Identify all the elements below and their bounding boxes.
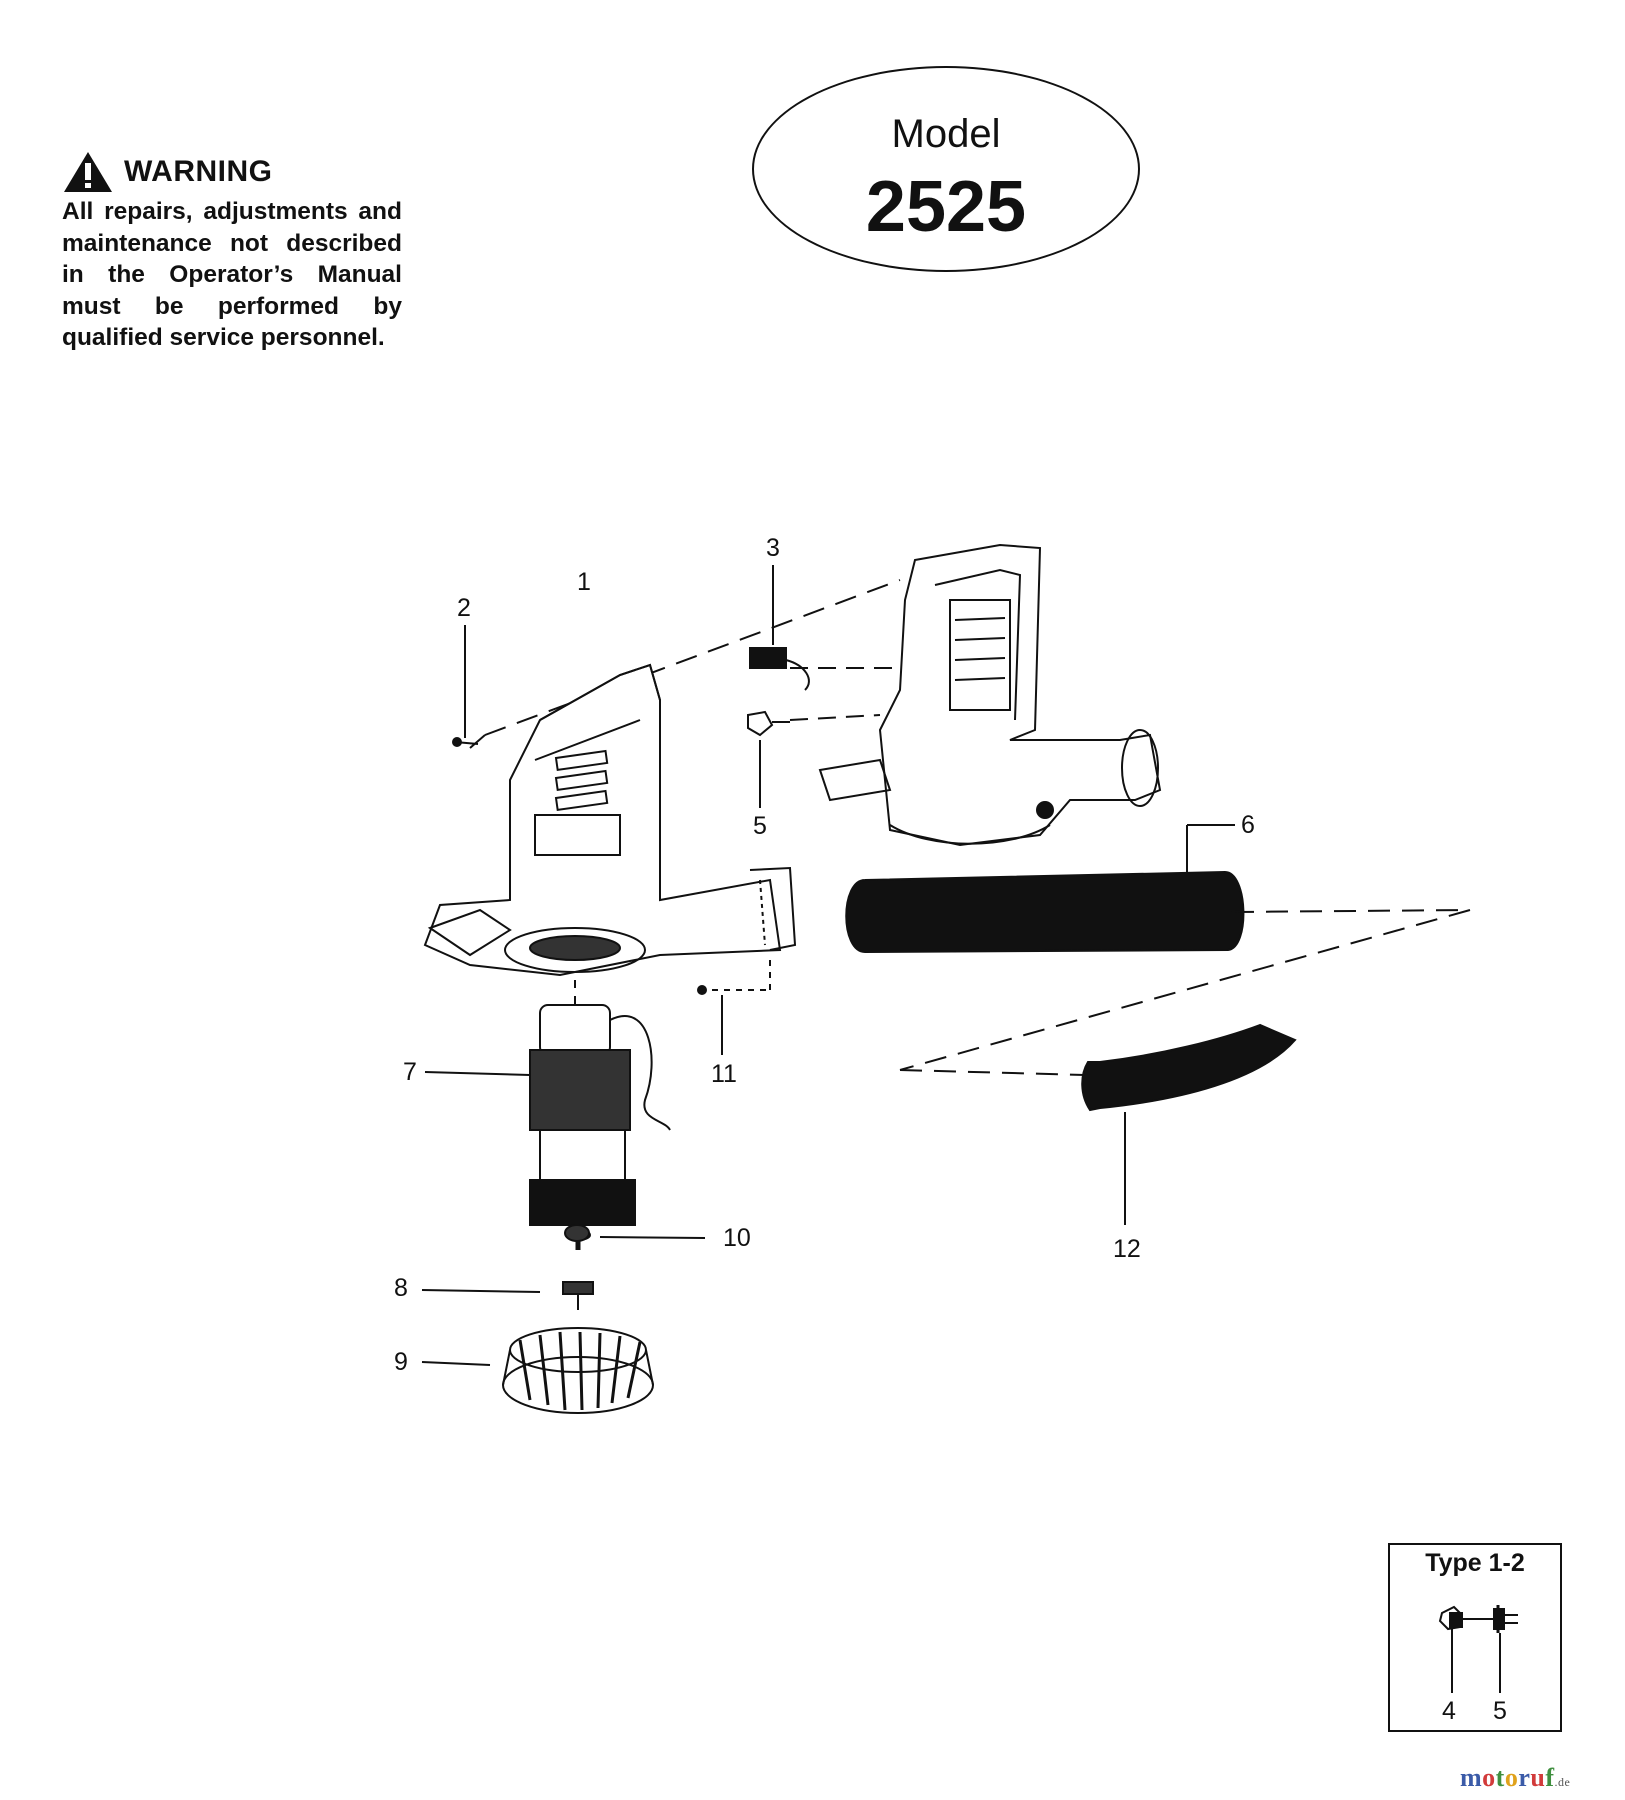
part-washer-8 [421, 1281, 594, 1310]
callout-9: 9 [394, 1348, 408, 1376]
type-inset-box: Type 1-2 4 5 [1388, 1543, 1562, 1732]
part-nozzle-12 [899, 1023, 1297, 1225]
callout-2: 2 [457, 594, 471, 622]
callout-1: 1 [577, 568, 591, 596]
part-motor-7 [424, 1004, 671, 1250]
watermark-logo: motoruf.de [1460, 1763, 1571, 1792]
callout-3: 3 [766, 534, 780, 562]
callout-12: 12 [1113, 1235, 1141, 1263]
part-housing-half [423, 663, 797, 977]
model-number: 2525 [865, 167, 1027, 247]
model-label: Model [891, 112, 1001, 156]
part-connector-5 [747, 710, 881, 808]
assembly-line-screw [469, 734, 486, 749]
part-housing-handle [818, 543, 1162, 847]
callout-10: 10 [723, 1224, 751, 1252]
part-screw-2 [452, 625, 479, 747]
part-fan-9 [421, 1327, 654, 1414]
type-inset-parts [1438, 1605, 1518, 1693]
warning-triangle-icon [64, 152, 112, 192]
callout-6: 6 [1241, 811, 1255, 839]
type-inset-title: Type 1-2 [1425, 1549, 1525, 1577]
part-tube-6 [845, 824, 1471, 1071]
part-screw-11 [697, 960, 771, 1055]
warning-text: All repairs, adjustments and maintenance… [62, 198, 402, 351]
type-inset-label-5: 5 [1493, 1697, 1507, 1725]
assembly-line-top [484, 579, 901, 736]
part-switch-3 [749, 565, 900, 691]
callout-5: 5 [753, 812, 767, 840]
warning-block: WARNING All repairs, adjustments and mai… [62, 150, 402, 354]
callout-8: 8 [394, 1274, 408, 1302]
warning-title: WARNING [124, 155, 273, 188]
part-nut-10 [564, 1224, 706, 1242]
model-oval: Model 2525 [752, 66, 1140, 272]
callout-11: 11 [711, 1060, 737, 1088]
type-inset-label-4: 4 [1442, 1697, 1456, 1725]
callout-7: 7 [403, 1058, 417, 1086]
